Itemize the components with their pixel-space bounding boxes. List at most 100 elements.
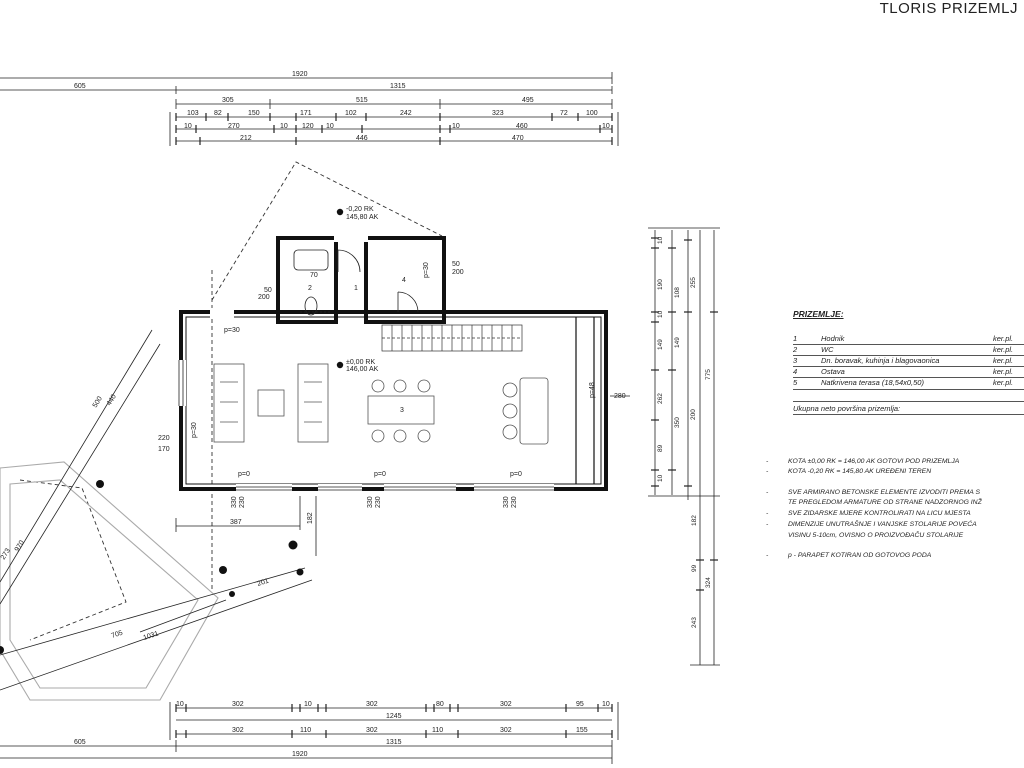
legend-room-number: 5 bbox=[793, 378, 798, 387]
bottom-dimension-lines bbox=[0, 702, 619, 764]
rdim-10a: 10 bbox=[657, 236, 664, 244]
note-dash: - bbox=[766, 552, 769, 559]
dim-120: 120 bbox=[302, 123, 314, 130]
dim-200a: 200 bbox=[258, 294, 270, 301]
top-dimension-ticks bbox=[175, 113, 613, 145]
legend-room-name: Hodnik bbox=[821, 334, 845, 343]
dim-200b: 200 bbox=[452, 269, 464, 276]
dim-270: 270 bbox=[228, 123, 240, 130]
site-outline bbox=[0, 461, 219, 701]
level-main-rk: ±0,00 RK bbox=[346, 359, 375, 366]
bottom-dimension-ticks bbox=[175, 704, 613, 738]
legend-divider bbox=[793, 355, 1024, 356]
note-row: - p - PARAPET KOTIRAN OD GOTOVOG PODA bbox=[766, 552, 931, 559]
bdim-10a: 10 bbox=[176, 701, 184, 708]
legend-heading: PRIZEMLJE: bbox=[793, 309, 844, 319]
bdim-155: 155 bbox=[576, 727, 588, 734]
dim-171: 171 bbox=[300, 110, 312, 117]
legend-divider bbox=[793, 377, 1024, 378]
room-4-number: 4 bbox=[402, 277, 406, 284]
bdim-302d: 302 bbox=[232, 727, 244, 734]
bdim-110b: 110 bbox=[432, 727, 443, 734]
dim-230a: 230 bbox=[239, 496, 246, 508]
note-text: KOTA -0,20 RK = 145,80 AK UREĐENI TEREN bbox=[788, 468, 932, 475]
dim-72: 72 bbox=[560, 110, 568, 117]
level-markers bbox=[336, 208, 344, 369]
level-main-ak: 146,00 AK bbox=[346, 366, 379, 373]
bdim-1920: 1920 bbox=[292, 751, 308, 758]
legend-room-number: 1 bbox=[793, 334, 798, 343]
dim-242: 242 bbox=[400, 110, 412, 117]
room-labels: 1 2 3 4 70 p=30 p=30 p=30 p=0 p=0 p=0 p=… bbox=[191, 262, 596, 478]
dim-1920-top: 1920 bbox=[292, 71, 308, 78]
note-text: SVE ZIDARSKE MJERE KONTROLIRATI NA LICU … bbox=[788, 510, 971, 517]
note-row: -SVE ARMIRANO BETONSKE ELEMENTE IZVODITI… bbox=[766, 489, 980, 496]
rdim-149b: 149 bbox=[674, 337, 681, 348]
sill-label-4: p=0 bbox=[238, 471, 250, 478]
bdim-10b: 10 bbox=[304, 701, 312, 708]
level-labels: -0,20 RK 145,80 AK ±0,00 RK 146,00 AK bbox=[346, 206, 379, 373]
rdim-262: 262 bbox=[657, 393, 664, 404]
note-dash: - bbox=[766, 458, 769, 465]
rdim-255: 255 bbox=[690, 277, 697, 288]
note-text: p - PARAPET KOTIRAN OD GOTOVOG PODA bbox=[788, 552, 932, 559]
legend-divider bbox=[793, 344, 1024, 345]
legend-room-number: 2 bbox=[793, 345, 798, 354]
level-upper-ak: 145,80 AK bbox=[346, 214, 379, 221]
note-dash: - bbox=[766, 468, 769, 475]
note-text: KOTA ±0,00 RK = 146,00 AK GOTOVI POD PRI… bbox=[788, 458, 960, 465]
dim-230b: 230 bbox=[375, 496, 382, 508]
sill-label-5: p=0 bbox=[374, 471, 386, 478]
dim-102: 102 bbox=[345, 110, 357, 117]
legend-room-name: WC bbox=[821, 345, 834, 354]
dim-605-top: 605 bbox=[74, 83, 86, 90]
legend-room-name: Dn. boravak, kuhinja i blagovaonica bbox=[821, 356, 940, 365]
level-upper-rk: -0,20 RK bbox=[346, 206, 374, 213]
dim-323: 323 bbox=[492, 110, 504, 117]
rdim-108: 108 bbox=[674, 287, 681, 298]
dim-10a: 10 bbox=[184, 123, 192, 130]
legend-divider bbox=[793, 401, 1024, 402]
living-furniture bbox=[213, 363, 549, 445]
note-text: VISINU 5-10cm, OVISNO O PROIZVOĐAČU STOL… bbox=[788, 532, 964, 539]
sill-label-3: p=30 bbox=[191, 422, 198, 438]
rdim-89b: 89 bbox=[657, 444, 664, 452]
legend-divider bbox=[793, 366, 1024, 367]
rdim-99: 99 bbox=[691, 564, 698, 572]
bdim-302e: 302 bbox=[366, 727, 378, 734]
dim-515: 515 bbox=[356, 97, 368, 104]
rdim-324: 324 bbox=[705, 577, 712, 588]
dim-10d: 10 bbox=[452, 123, 460, 130]
note-text: TE PREGLEDOM ARMATURE OD STRANE NADZORNO… bbox=[788, 499, 982, 506]
legend-room-unit: ker.pl. bbox=[993, 367, 1014, 376]
stairs bbox=[381, 324, 523, 352]
note-row: -SVE ZIDARSKE MJERE KONTROLIRATI NA LICU… bbox=[766, 510, 971, 517]
room-3-number: 3 bbox=[400, 407, 404, 414]
wc-fixtures bbox=[293, 249, 419, 316]
note-text: SVE ARMIRANO BETONSKE ELEMENTE IZVODITI … bbox=[788, 489, 980, 496]
building-walls bbox=[179, 236, 608, 491]
note-row: - KOTA -0,20 RK = 145,80 AK UREĐENI TEREN bbox=[766, 468, 931, 475]
dim-330b: 330 bbox=[367, 496, 374, 508]
dim-50b: 50 bbox=[452, 261, 460, 268]
dim-10e: 10 bbox=[602, 123, 610, 130]
dim-10c: 10 bbox=[326, 123, 334, 130]
dim-330a: 330 bbox=[231, 496, 238, 508]
bdim-80: 80 bbox=[436, 701, 444, 708]
bdim-302a: 302 bbox=[232, 701, 244, 708]
right-dimension-lines bbox=[648, 227, 720, 666]
dim-10b: 10 bbox=[280, 123, 288, 130]
bdim-95: 95 bbox=[576, 701, 584, 708]
dim-500: 500 bbox=[92, 395, 104, 409]
diagonal-dots bbox=[0, 480, 304, 654]
misc-dimensions: 387 182 280 50 50 200 200 330 230 330 23… bbox=[158, 261, 626, 526]
legend-divider bbox=[793, 389, 1024, 390]
legend-room-unit: ker.pl. bbox=[993, 356, 1014, 365]
dim-182-left: 182 bbox=[307, 512, 314, 524]
legend-divider bbox=[793, 414, 1024, 415]
legend-room-name: Ostava bbox=[821, 367, 845, 376]
